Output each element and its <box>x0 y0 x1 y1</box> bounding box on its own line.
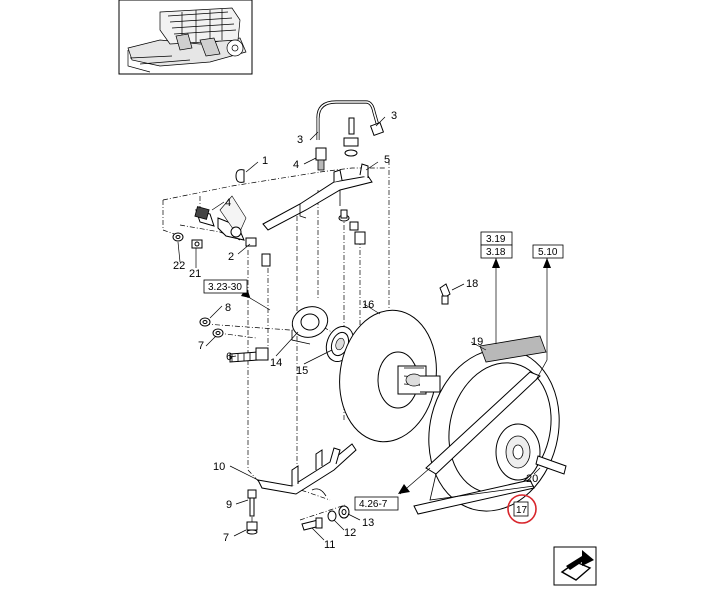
callout-4-upper[interactable]: 4 <box>293 159 299 171</box>
callout-2[interactable]: 2 <box>228 251 234 263</box>
ref-4-26-7[interactable]: 4.26-7 <box>354 496 399 511</box>
callout-10[interactable]: 10 <box>213 461 225 473</box>
part-11-bolt[interactable] <box>301 517 323 531</box>
part-2-bracket[interactable] <box>217 195 257 247</box>
svg-text:4.26-7: 4.26-7 <box>359 499 388 510</box>
part-13-nut[interactable] <box>338 505 350 519</box>
callout-8[interactable]: 8 <box>225 302 231 314</box>
part-19-belt[interactable] <box>413 335 547 515</box>
callout-5[interactable]: 5 <box>384 154 390 166</box>
callout-1[interactable]: 1 <box>262 155 268 167</box>
callout-3-upper[interactable]: 3 <box>391 110 397 122</box>
leader-lines <box>177 116 541 541</box>
callout-6[interactable]: 6 <box>226 351 232 363</box>
part-7-washer-lower[interactable] <box>246 521 258 535</box>
callout-12[interactable]: 12 <box>344 527 356 539</box>
part-8-washer[interactable] <box>199 317 211 327</box>
part-5-bracket[interactable] <box>262 163 373 231</box>
part-12-washer[interactable] <box>327 510 337 522</box>
callout-15[interactable]: 15 <box>296 365 308 377</box>
callout-14[interactable]: 14 <box>270 357 282 369</box>
part-16-disc[interactable] <box>331 304 444 448</box>
svg-text:5.10: 5.10 <box>538 247 558 258</box>
part-18-bolt[interactable] <box>439 283 451 305</box>
callout-21[interactable]: 21 <box>189 268 201 280</box>
part-4-sensor-upper[interactable] <box>315 147 327 171</box>
callout-19[interactable]: 19 <box>471 336 483 348</box>
ref-3-19[interactable]: 3.19 <box>480 231 513 246</box>
spacers[interactable] <box>261 221 366 267</box>
callout-9[interactable]: 9 <box>226 499 232 511</box>
callout-11[interactable]: 11 <box>324 539 335 551</box>
part-7-washer-upper[interactable] <box>212 328 224 338</box>
part-14-bearing-flange[interactable] <box>288 302 332 345</box>
callout-17-highlighted[interactable]: 17 <box>507 494 537 524</box>
part-4-sensor-lower[interactable] <box>194 206 215 227</box>
callout-16[interactable]: 16 <box>362 299 374 311</box>
callout-3-lower[interactable]: 3 <box>297 134 303 146</box>
svg-text:3.19: 3.19 <box>486 234 506 245</box>
part-21-nut[interactable] <box>191 239 203 249</box>
part-3-bolt[interactable] <box>343 117 359 157</box>
part-1-clip[interactable] <box>235 169 245 183</box>
next-page-arrow-icon[interactable] <box>553 546 597 586</box>
callout-7-lower[interactable]: 7 <box>223 532 229 544</box>
ref-5-10[interactable]: 5.10 <box>532 244 564 259</box>
svg-text:3.23-30: 3.23-30 <box>208 282 242 293</box>
callout-18[interactable]: 18 <box>466 278 478 290</box>
callout-20[interactable]: 20 <box>526 473 538 485</box>
part-3-pipe[interactable] <box>316 100 385 140</box>
callout-22[interactable]: 22 <box>173 260 185 272</box>
svg-text:3.18: 3.18 <box>486 247 506 258</box>
part-20-pulley[interactable] <box>412 335 576 525</box>
svg-text:17: 17 <box>516 505 528 516</box>
part-6-bolt[interactable] <box>229 347 269 363</box>
callout-7-upper[interactable]: 7 <box>198 340 204 352</box>
machine-overview-thumbnail[interactable] <box>118 0 253 75</box>
ref-3-23-30[interactable]: 3.23-30 <box>203 279 248 294</box>
part-22-washer[interactable] <box>172 232 184 242</box>
ref-3-18[interactable]: 3.18 <box>480 244 513 259</box>
part-10-bracket-lower[interactable] <box>257 443 357 497</box>
part-9-bolt[interactable] <box>247 489 257 517</box>
callout-labels: 1 2 3 3 4 4 5 6 7 7 8 9 10 11 12 13 14 1… <box>173 110 538 551</box>
callout-13[interactable]: 13 <box>362 517 374 529</box>
callout-4-lower[interactable]: 4 <box>225 197 231 209</box>
